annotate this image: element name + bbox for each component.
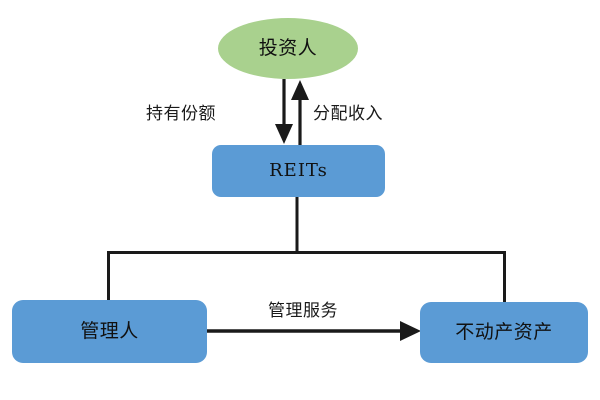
hold-share-arrowhead — [275, 124, 293, 144]
node-investor-label: 投资人 — [258, 37, 318, 59]
connector-reits-tree — [107, 197, 506, 303]
distribute-income-arrowhead — [291, 80, 309, 100]
node-investor[interactable]: 投资人 — [218, 18, 358, 79]
node-reits-label: REITs — [269, 160, 328, 181]
edge-label-distribute-income: 分配收入 — [313, 104, 383, 124]
management-service-arrowhead — [400, 321, 421, 341]
connector-management-service — [207, 321, 421, 341]
node-assets[interactable]: 不动产资产 — [420, 302, 588, 363]
edge-label-management-service: 管理服务 — [268, 301, 338, 321]
node-manager[interactable]: 管理人 — [12, 300, 207, 363]
connector-distribute-income — [291, 80, 309, 145]
node-manager-label: 管理人 — [80, 320, 139, 342]
connector-hold-share — [275, 79, 293, 144]
node-reits[interactable]: REITs — [212, 145, 385, 197]
edge-label-hold-share: 持有份额 — [146, 104, 216, 124]
node-assets-label: 不动产资产 — [455, 321, 553, 343]
